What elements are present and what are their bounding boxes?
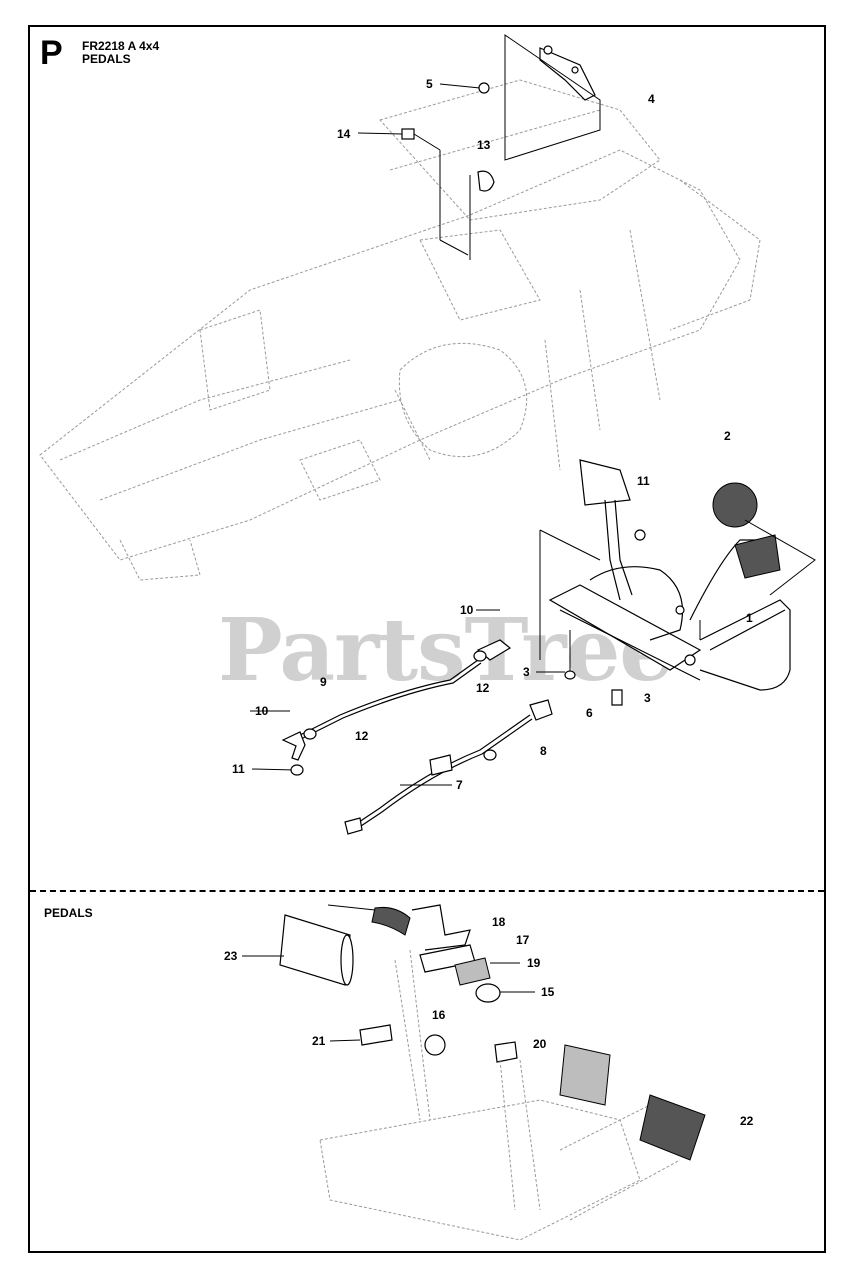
chassis-frame-ghost [39, 79, 761, 581]
callout-11-upper[interactable]: 11 [637, 474, 650, 488]
lower-section-title: PEDALS [44, 906, 93, 920]
lower-detail [242, 904, 706, 1241]
callout-8[interactable]: 8 [540, 744, 547, 758]
part-4-bracket [504, 34, 601, 161]
callout-10-lower[interactable]: 10 [255, 704, 269, 718]
callout-14[interactable]: 14 [337, 127, 351, 141]
callout-9[interactable]: 9 [320, 675, 327, 689]
callout-12-lower[interactable]: 12 [355, 729, 369, 743]
section-letter: P [40, 34, 63, 72]
cables [281, 630, 623, 835]
callout-19[interactable]: 19 [527, 956, 541, 970]
section-divider [30, 890, 824, 892]
callout-7[interactable]: 7 [456, 778, 463, 792]
callout-5[interactable]: 5 [426, 77, 433, 91]
callout-3-right[interactable]: 3 [644, 691, 651, 705]
callout-15[interactable]: 15 [541, 985, 555, 999]
callout-11-lower[interactable]: 11 [232, 762, 245, 776]
leader-lines [250, 83, 565, 786]
callout-4[interactable]: 4 [648, 92, 655, 106]
callout-21[interactable]: 21 [312, 1034, 326, 1048]
pedal-assembly [539, 459, 816, 691]
callout-16[interactable]: 16 [432, 1008, 446, 1022]
callout-3-left[interactable]: 3 [523, 665, 530, 679]
callout-22[interactable]: 22 [740, 1114, 754, 1128]
callout-18[interactable]: 18 [492, 915, 506, 929]
callout-13[interactable]: 13 [477, 138, 491, 152]
callout-20[interactable]: 20 [533, 1037, 547, 1051]
callout-12-upper[interactable]: 12 [476, 681, 490, 695]
callout-17[interactable]: 17 [516, 933, 530, 947]
model-code: FR2218 A 4x4 [82, 39, 160, 53]
callout-1[interactable]: 1 [746, 611, 753, 625]
small-hardware [401, 82, 495, 260]
callout-23[interactable]: 23 [224, 949, 238, 963]
callout-2[interactable]: 2 [724, 429, 731, 443]
page-title: PEDALS [82, 52, 131, 66]
callout-6[interactable]: 6 [586, 706, 593, 720]
callout-10-upper[interactable]: 10 [460, 603, 474, 617]
